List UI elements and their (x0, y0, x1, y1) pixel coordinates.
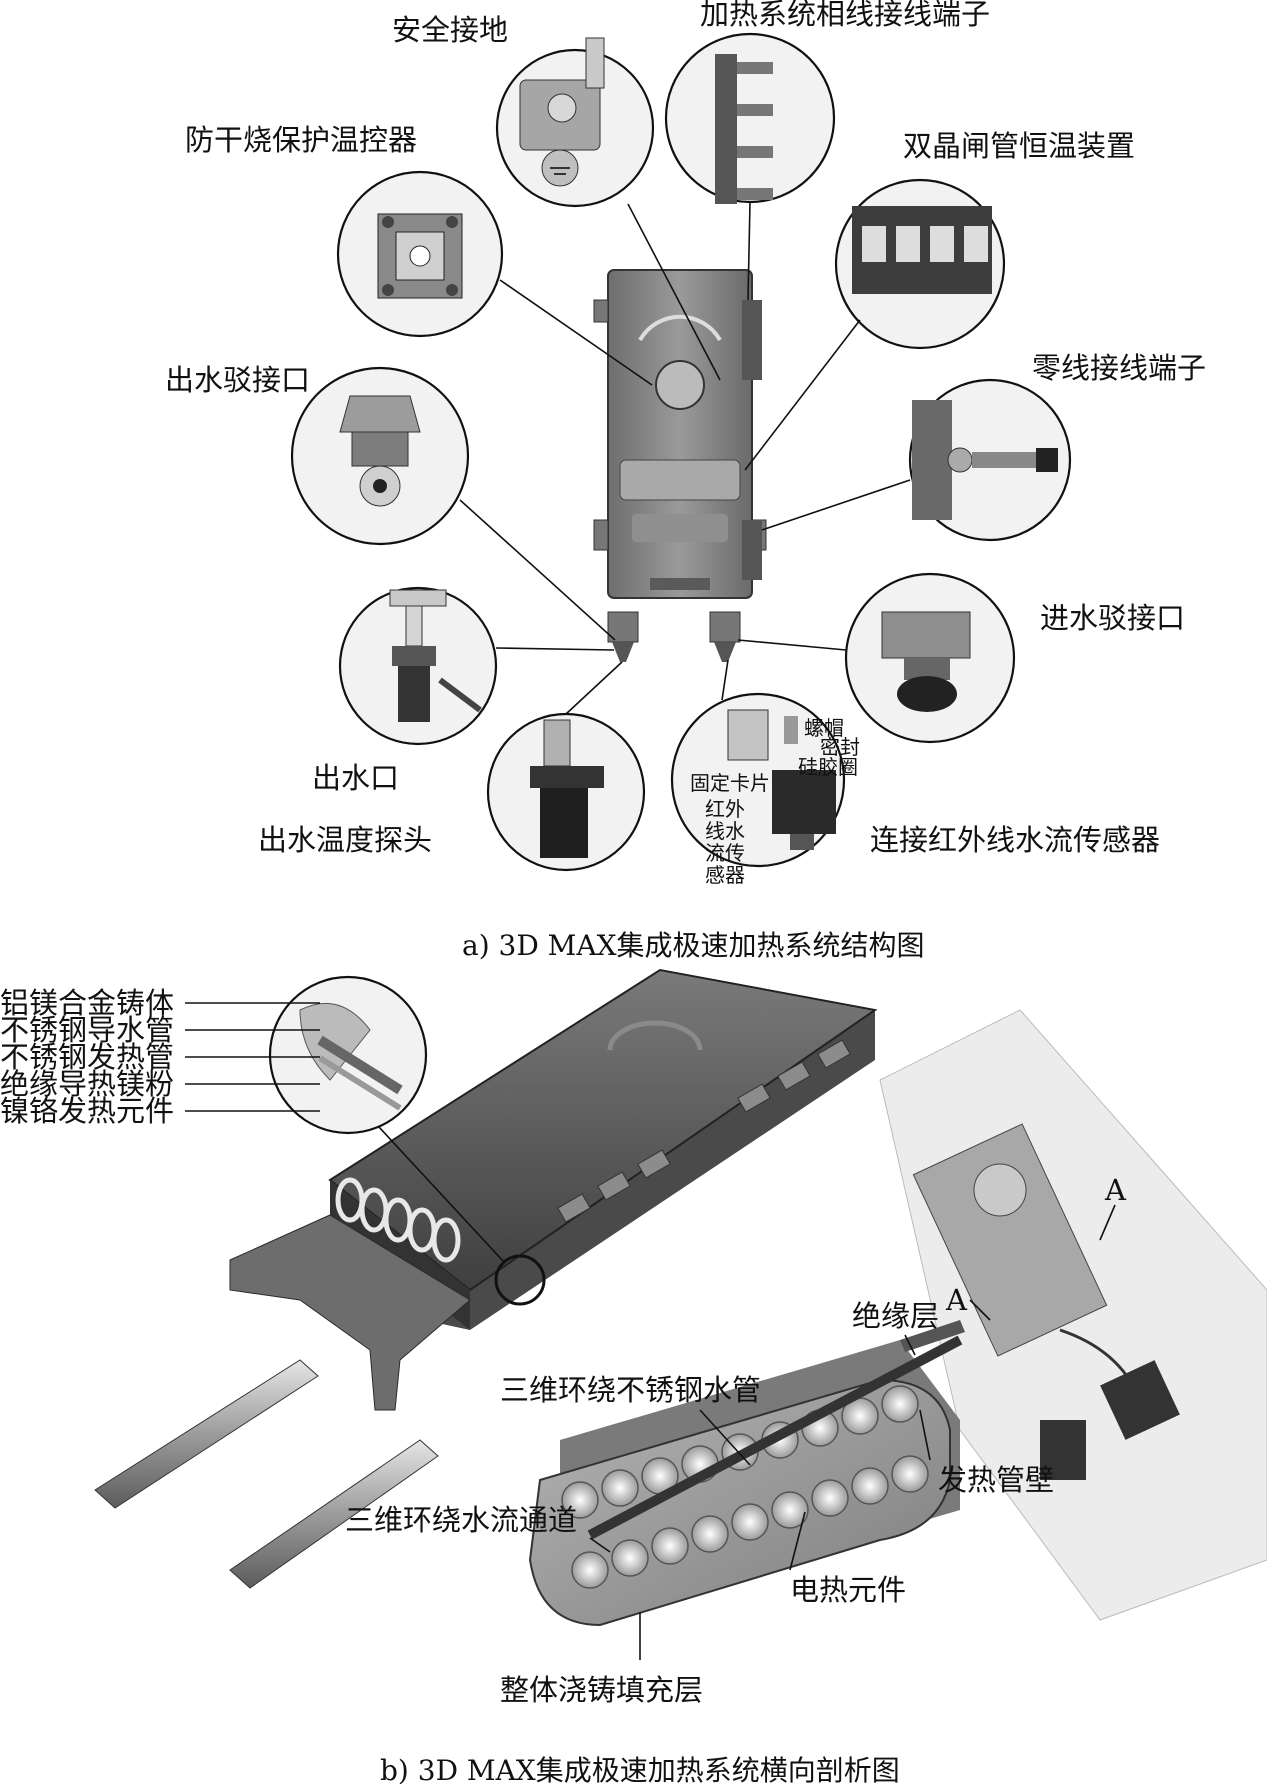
label-ground: 安全接地 (392, 13, 508, 47)
label-stainless-tube: 三维环绕不锈钢水管 (500, 1373, 761, 1407)
section-mark-lower: A (945, 1283, 968, 1317)
figure-a: 安全接地 加热系统相线接线端子 防干烧保护温控器 双晶闸管恒温装置 出水驳接口 … (165, 0, 1206, 962)
detail-ir-sensor (670, 692, 846, 868)
outlet-nozzle (607, 611, 639, 662)
label-neutral-terminal: 零线接线端子 (1032, 351, 1206, 385)
caption-b: b) 3D MAX集成极速加热系统横向剖析图 (380, 1754, 900, 1787)
callout-nut: 螺帽 (804, 716, 844, 740)
detail-neutral-terminal (908, 378, 1072, 542)
label-phase-terminal: 加热系统相线接线端子 (700, 0, 990, 31)
leader-lines-b (589, 1334, 931, 1660)
slab-coil (335, 1177, 461, 1263)
detail-outlet (338, 586, 498, 746)
callout-sensor-line-4: 感器 (705, 863, 745, 887)
detail-inlet-fitting (844, 572, 1016, 744)
layer-label-2: 不锈钢发热管 (0, 1040, 174, 1074)
label-fill-layer: 整体浇铸填充层 (500, 1673, 703, 1707)
label-dry-burn: 防干烧保护温控器 (185, 123, 417, 157)
layer-label-4: 镍铬发热元件 (0, 1094, 174, 1128)
label-temp-probe: 出水温度探头 (258, 823, 432, 857)
label-inlet-fitting: 进水驳接口 (1040, 601, 1185, 635)
detail-outlet-fitting (290, 366, 470, 546)
label-outlet-fitting: 出水驳接口 (165, 363, 310, 397)
slab-pipes (94, 1359, 439, 1589)
detail-temp-probe (486, 712, 646, 872)
slab-terminals (557, 1039, 851, 1223)
layer-label-0: 铝镁合金铸体 (0, 986, 174, 1020)
detail-layers (268, 975, 546, 1306)
section-photo: A A (879, 1009, 1267, 1621)
label-element: 电热元件 (790, 1573, 906, 1607)
callout-sensor-line-1: 红外 (705, 797, 745, 821)
layer-leaders (185, 1002, 320, 1112)
label-insulation: 绝缘层 (852, 1299, 939, 1333)
detail-ground (495, 37, 655, 208)
inlet-nozzle (709, 611, 741, 662)
detail-thyristor (834, 178, 1006, 350)
section-cylinder (528, 1320, 965, 1627)
heater-unit (593, 269, 767, 662)
detail-dry-burn (336, 170, 504, 338)
caption-a: a) 3D MAX集成极速加热系统结构图 (462, 929, 925, 962)
label-ir-sensor: 连接红外线水流传感器 (870, 823, 1160, 857)
heating-element-tip (900, 1320, 965, 1352)
layer-label-1: 不锈钢导水管 (0, 1013, 174, 1047)
layer-label-3: 绝缘导热镁粉 (0, 1067, 174, 1101)
leader-lines-a (459, 201, 911, 715)
heating-element-rod (587, 1335, 963, 1540)
callout-sensor-line-2: 线水 (705, 819, 745, 843)
callout-sensor-line-3: 流传 (705, 841, 745, 865)
detail-phase-terminal (664, 32, 836, 204)
label-thyristor: 双晶闸管恒温装置 (903, 129, 1135, 163)
section-mark-upper: A (1104, 1173, 1127, 1207)
callout-fixed-plate: 固定卡片 (690, 771, 770, 795)
label-outlet: 出水口 (312, 761, 399, 795)
phase-terminal-block (742, 300, 762, 580)
label-tube-wall: 发热管壁 (938, 1463, 1054, 1497)
figure-b: 铝镁合金铸体 不锈钢导水管 不锈钢发热管 绝缘导热镁粉 镍铬发热元件 A A (0, 968, 1267, 1787)
callout-seal: 密封 (820, 735, 860, 759)
heater-slab (94, 968, 878, 1589)
callout-silicone: 硅胶圈 (798, 755, 858, 779)
label-channel: 三维环绕水流通道 (345, 1503, 577, 1537)
